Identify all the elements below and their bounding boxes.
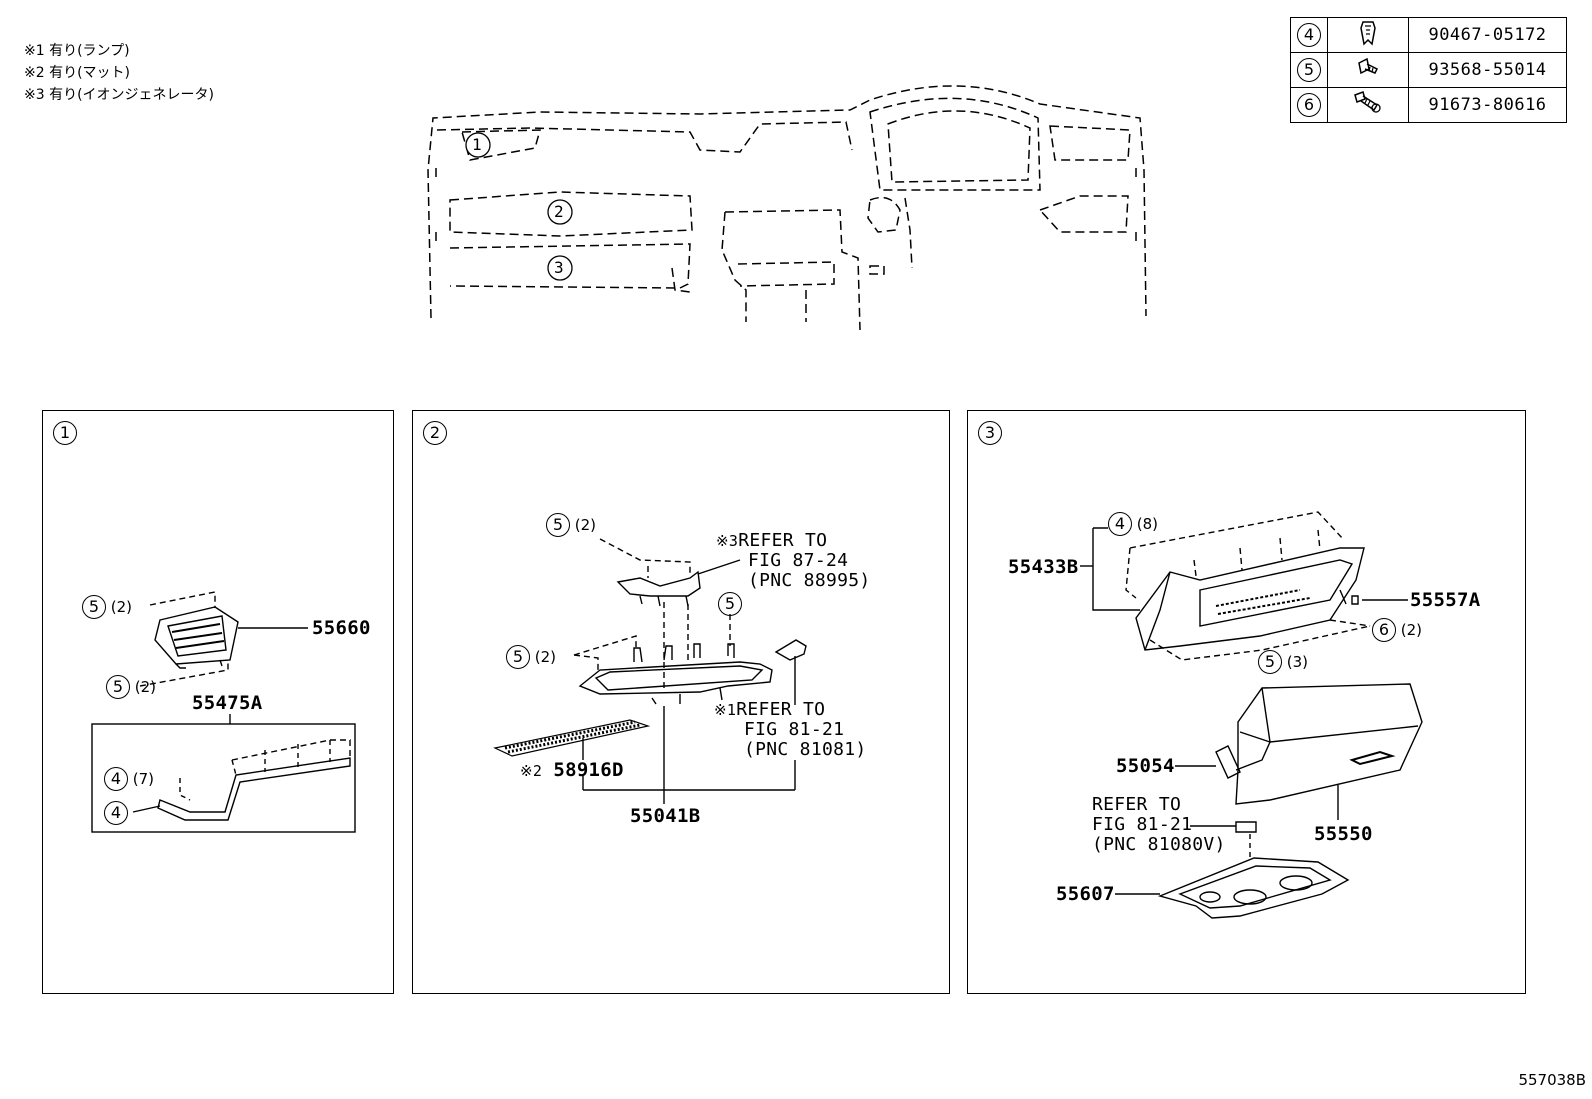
- reference-line: FIG 81-21: [1092, 814, 1193, 835]
- figure-id: 557038B: [1518, 1071, 1586, 1089]
- reference-line: REFER TO: [738, 530, 828, 551]
- callout-qty: (2): [1400, 621, 1423, 639]
- reference-line: FIG 87-24: [748, 550, 849, 571]
- detail-panel-2: 2: [412, 410, 950, 994]
- callout-number: 4: [104, 767, 128, 791]
- part-number-55550: 55550: [1314, 823, 1373, 845]
- callout-qty: (8): [1136, 515, 1159, 533]
- reference-line: FIG 81-21: [744, 719, 845, 740]
- reference-line: (PNC 81080V): [1092, 834, 1226, 855]
- part-number-55433B: 55433B: [1008, 556, 1079, 578]
- fastener-row: 4 90467-05172: [1290, 17, 1567, 53]
- reference-line: (PNC 81081): [744, 739, 867, 760]
- part-number-55607: 55607: [1056, 883, 1115, 905]
- note-1: ※1 有り(ランプ): [24, 43, 130, 59]
- overview-callout-2: 2: [554, 202, 564, 221]
- callout-number: 5: [506, 645, 530, 669]
- callout-qty: (2): [134, 678, 157, 696]
- callout-number: 4: [1108, 512, 1132, 536]
- part-number-55475A: 55475A: [192, 692, 263, 714]
- part-number-55557A: 55557A: [1410, 589, 1481, 611]
- callout-6: 6 (2): [1372, 618, 1422, 642]
- part-number-55660: 55660: [312, 617, 371, 639]
- reference-ion-generator: ※3REFER TO FIG 87-24 (PNC 88995): [716, 531, 871, 591]
- callout-4: 4 (7): [104, 767, 154, 791]
- detail-panel-3: 3: [967, 410, 1526, 994]
- option-mark: ※3: [716, 532, 739, 550]
- panel-tag: 2: [423, 421, 447, 445]
- fastener-row: 6 91673-80616: [1290, 87, 1567, 123]
- note-3: ※3 有り(イオンジェネレータ): [24, 87, 215, 103]
- callout-4: 4 (8): [1108, 512, 1158, 536]
- part-number-55054: 55054: [1116, 755, 1175, 777]
- callout-qty: (2): [534, 648, 557, 666]
- clip-icon: [1327, 17, 1409, 53]
- callout-5: 5 (3): [1258, 650, 1308, 674]
- reference-line: REFER TO: [1092, 794, 1182, 815]
- callout-4: 4: [104, 801, 128, 825]
- callout-5: 5: [718, 592, 742, 616]
- overview-callout-3: 3: [554, 258, 564, 277]
- fastener-number: 4: [1297, 23, 1321, 47]
- option-mark: ※1: [714, 701, 737, 719]
- bolt-icon: [1327, 87, 1409, 123]
- note-2: ※2 有り(マット): [24, 65, 131, 81]
- fastener-row: 5 93568-55014: [1290, 52, 1567, 88]
- panel-tag: 3: [978, 421, 1002, 445]
- fastener-part-number: 91673-80616: [1408, 87, 1567, 123]
- fastener-number: 5: [1297, 58, 1321, 82]
- callout-number: 4: [104, 801, 128, 825]
- reference-lamp: ※1REFER TO FIG 81-21 (PNC 81081): [714, 700, 867, 760]
- overview-callout-1: 1: [472, 135, 482, 154]
- fastener-number: 6: [1297, 93, 1321, 117]
- callout-5: 5 (2): [82, 595, 132, 619]
- callout-number: 5: [546, 513, 570, 537]
- fastener-table: 4 90467-05172 5 93568-55014 6: [1290, 17, 1567, 123]
- callout-number: 5: [106, 675, 130, 699]
- part-number: 58916D: [553, 759, 624, 781]
- reference-line: REFER TO: [736, 699, 826, 720]
- reference-glove-lamp: REFER TO FIG 81-21 (PNC 81080V): [1092, 795, 1226, 855]
- fastener-part-number: 90467-05172: [1408, 17, 1567, 53]
- fastener-part-number: 93568-55014: [1408, 52, 1567, 88]
- callout-number: 5: [1258, 650, 1282, 674]
- panel-tag: 1: [53, 421, 77, 445]
- callout-qty: (7): [132, 770, 155, 788]
- callout-number: 5: [82, 595, 106, 619]
- callout-5: 5 (2): [546, 513, 596, 537]
- callout-qty: (2): [574, 516, 597, 534]
- callout-qty: (3): [1286, 653, 1309, 671]
- callout-number: 6: [1372, 618, 1396, 642]
- option-mark: ※2: [520, 762, 543, 780]
- part-number-58916D: ※2 58916D: [520, 759, 624, 781]
- callout-5: 5 (2): [506, 645, 556, 669]
- option-notes: ※1 有り(ランプ) ※2 有り(マット) ※3 有り(イオンジェネレータ): [24, 40, 214, 106]
- callout-qty: (2): [110, 598, 133, 616]
- callout-number: 5: [718, 592, 742, 616]
- part-number-55041B: 55041B: [630, 805, 701, 827]
- callout-5: 5 (2): [106, 675, 156, 699]
- reference-line: (PNC 88995): [748, 570, 871, 591]
- detail-panel-1: 1: [42, 410, 394, 994]
